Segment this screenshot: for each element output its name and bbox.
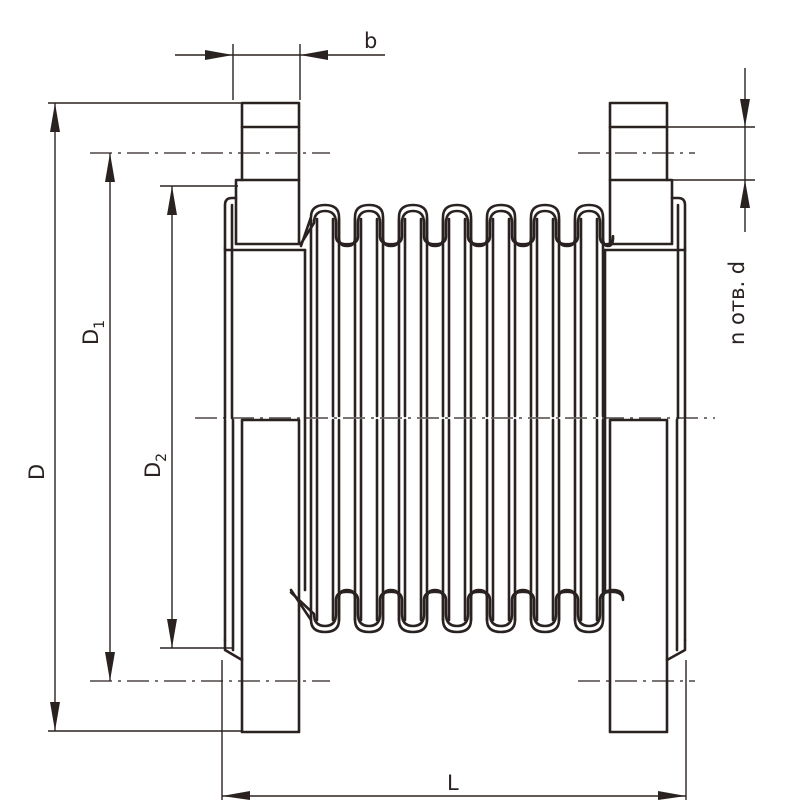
dim-D1-arrow-bottom	[105, 652, 115, 681]
dim-L-arrow-right	[658, 791, 686, 800]
label-holes: n отв. d	[725, 261, 749, 345]
dim-D2-arrow-top	[167, 186, 177, 215]
dim-b-arrow-right	[300, 50, 328, 60]
labels: b D D1 D2 L n отв. d	[25, 29, 749, 795]
end-pipes	[223, 196, 687, 662]
dim-D-arrow-top	[50, 103, 60, 132]
right-flange-inner-hatch	[608, 178, 674, 246]
bellows-lower-ply-2	[289, 590, 625, 628]
dim-hole-arrow-top	[740, 99, 750, 127]
label-D: D	[25, 464, 49, 480]
dim-hole-arrow-bottom	[740, 180, 750, 208]
left-pipe-lower-end	[223, 638, 244, 662]
dim-D-arrow-bottom	[50, 702, 60, 731]
dim-D2-arrow-bottom	[167, 619, 177, 648]
right-pipe-lower-end	[665, 638, 687, 662]
right-pipe-top	[670, 196, 687, 250]
centerlines	[90, 152, 715, 682]
dim-D1-arrow-top	[105, 153, 115, 182]
bellows-upper-ply-1	[299, 203, 615, 248]
bellows-upper-ply-2	[299, 209, 615, 246]
left-flange-inner-hatch	[234, 178, 301, 246]
label-b: b	[364, 29, 377, 53]
dim-L-arrow-left	[222, 791, 250, 800]
label-D2: D2	[141, 453, 170, 478]
left-flange	[234, 101, 301, 734]
right-flange-lower-body	[608, 418, 669, 734]
dimensions	[48, 44, 755, 800]
right-flange	[608, 101, 674, 734]
left-pipe-top	[223, 196, 238, 250]
left-flange-lower-body	[240, 418, 301, 734]
label-D1: D1	[79, 320, 108, 345]
dim-b-arrow-left	[205, 50, 233, 60]
bellows-convolutions	[289, 203, 625, 634]
left-flange-top-hatch	[240, 101, 301, 129]
label-L: L	[447, 771, 459, 795]
bellows-lower-ply-1	[289, 588, 625, 634]
right-flange-top-hatch	[608, 101, 669, 129]
